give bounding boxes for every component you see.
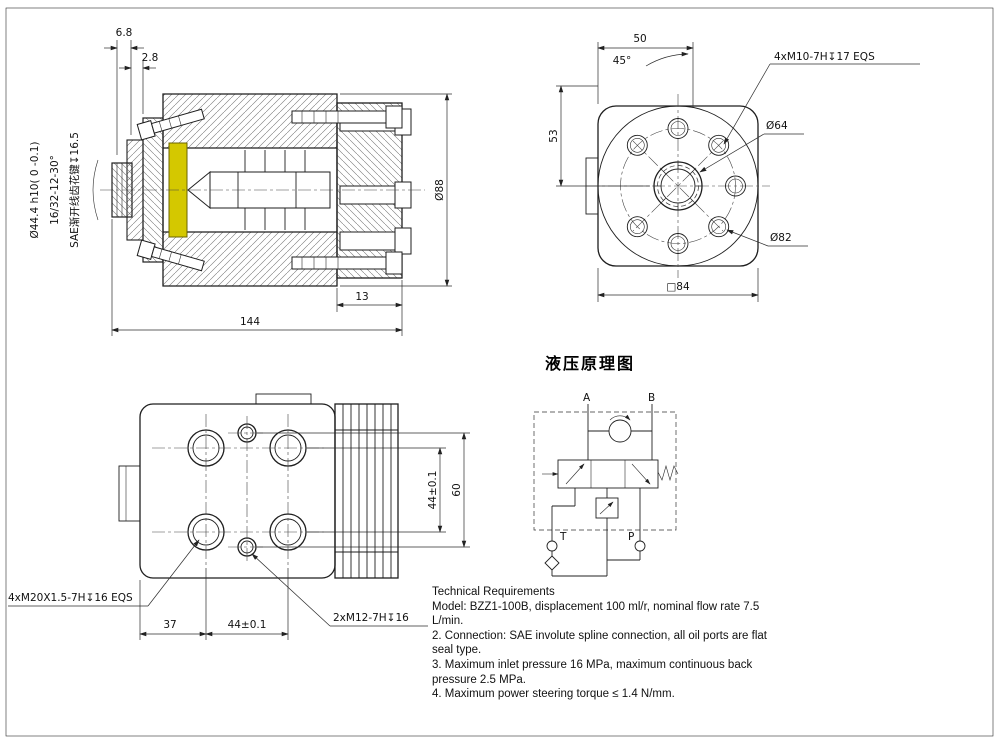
bolt-holes — [626, 118, 746, 254]
unit-boundary — [533, 411, 677, 531]
tech-line: 4. Maximum power steering torque ≤ 1.4 N… — [432, 688, 675, 701]
dim-label: 53 — [548, 129, 560, 142]
bolt-top-right — [291, 105, 403, 129]
pressure-port-symbol — [634, 540, 646, 552]
tech-line: 2. Connection: SAE involute spline conne… — [432, 629, 767, 642]
spline-type-label: SAE渐开线齿花键↧16.5 — [68, 132, 81, 248]
relief-valve-symbol — [595, 497, 619, 519]
tech-line: pressure 2.5 MPa. — [432, 673, 526, 686]
dim-label: 60 — [451, 483, 463, 496]
port-a-label: A — [583, 392, 591, 404]
dim-label: 13 — [355, 291, 368, 303]
dim-label: 2.8 — [142, 52, 159, 64]
shaft-diameter-label: Ø44.4 h10( 0 -0.1) — [29, 141, 41, 238]
dim-label: 37 — [163, 619, 176, 631]
spline-hub — [653, 161, 703, 211]
dim-label: 144 — [240, 316, 260, 328]
bolt-top-left — [136, 108, 205, 141]
end-view: 50 53 45° 4xM10-7H↧17 EQS Ø64 Ø82 □84 — [548, 33, 920, 302]
tech-line: Technical Requirements — [432, 586, 555, 598]
bolt-circle-callout: Ø82 — [770, 232, 792, 244]
spline-spec-label: 16/32-12-30° — [49, 155, 61, 225]
port-t-label: T — [559, 531, 567, 543]
steering-valve-symbol — [557, 459, 659, 489]
dim-label: 44±0.1 — [427, 471, 439, 510]
port-view: 4xM20X1.5-7H↧16 EQS 2xM12-7H↧16 37 44±0.… — [8, 393, 470, 640]
tank-port-symbol — [546, 540, 558, 552]
bolt-bottom-right — [291, 251, 403, 275]
tech-line: L/min. — [432, 615, 464, 628]
spring-symbol — [657, 464, 679, 482]
thread-callout: 4xM10-7H↧17 EQS — [774, 51, 875, 63]
angle-label: 45° — [613, 55, 632, 67]
dim-label: 44±0.1 — [228, 619, 267, 631]
dim-label: □84 — [666, 281, 690, 293]
hub-diameter-callout: Ø64 — [766, 120, 788, 132]
metering-motor-symbol — [608, 419, 632, 443]
section-view: 6.8 2.8 Ø88 13 144 Ø44.4 h10( 0 -0.1) 16… — [29, 27, 452, 336]
main-port-callout: 4xM20X1.5-7H↧16 EQS — [8, 592, 133, 604]
tech-line: seal type. — [432, 644, 482, 657]
aux-port-callout: 2xM12-7H↧16 — [333, 612, 409, 624]
schematic-title: 液压原理图 — [545, 354, 635, 373]
tech-line: Model: BZZ1-100B, displacement 100 ml/r,… — [432, 600, 760, 613]
dim-label: Ø88 — [434, 179, 446, 201]
hydraulic-schematic: 液压原理图 A B T — [533, 354, 679, 577]
drawing-frame — [5, 7, 994, 737]
technical-requirements: Technical Requirements Model: BZZ1-100B,… — [432, 585, 802, 702]
bolt-bottom-left — [136, 239, 205, 272]
valve-body-outline — [139, 403, 336, 579]
filter-symbol — [544, 555, 560, 571]
port-b-label: B — [648, 392, 655, 404]
gerotor-section — [334, 403, 399, 579]
dim-label: 6.8 — [116, 27, 133, 39]
tech-line: 3. Maximum inlet pressure 16 MPa, maximu… — [432, 658, 753, 671]
port-p-label: P — [628, 531, 634, 543]
dim-label: 50 — [633, 33, 646, 45]
